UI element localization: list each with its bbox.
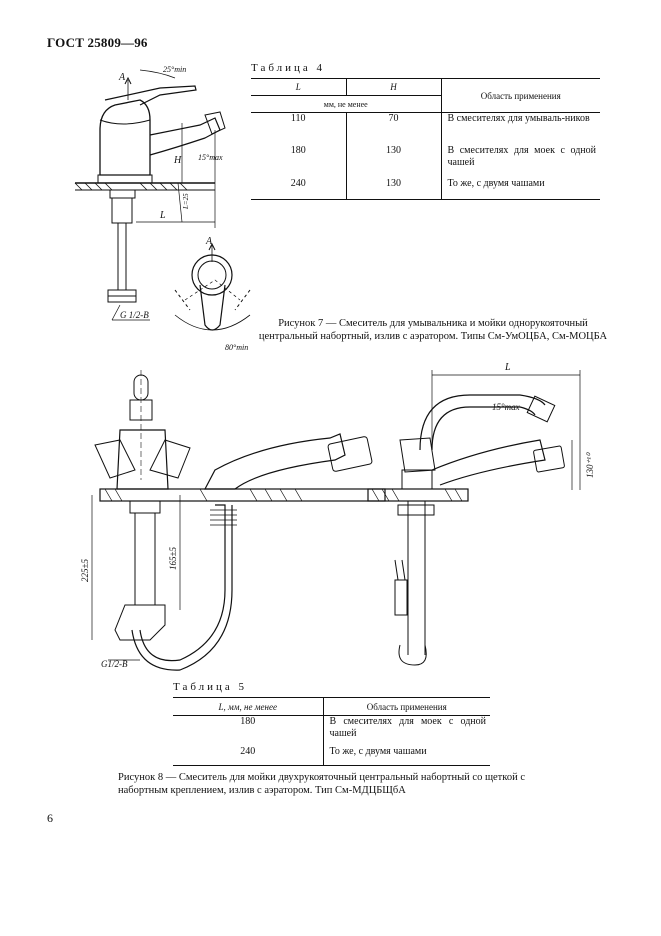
table4-col-h: H [346, 78, 442, 96]
table5-caption: Таблица 5 [173, 681, 248, 693]
table5-col-area: Область применения [323, 697, 490, 716]
table5-cell-area: В смесителях для моек с одной чашей [329, 716, 487, 739]
table5-col-l: L, мм, не менее [173, 697, 324, 716]
page-number: 6 [47, 811, 53, 825]
table4-cell-area: То же, с двумя чашами [441, 177, 600, 200]
table5-cell-l: 240 [173, 745, 324, 766]
table-row: 240 130 То же, с двумя чашами [251, 177, 600, 200]
fig7-thread: G 1/2-B [120, 310, 149, 320]
table5-cell-l: 180 [173, 715, 324, 746]
fig8-angle: 15°max [492, 402, 520, 412]
fig7-dim-h: H [173, 155, 182, 166]
table4-cell-h: 70 [346, 112, 442, 145]
fig8-thread: G1/2-B [101, 659, 128, 669]
document-header: ГОСТ 25809—96 [47, 35, 148, 50]
table5: L, мм, не менее Область применения 180 В… [173, 697, 490, 766]
table4-caption: Таблица 4 [251, 62, 326, 74]
fig8-caption: Рисунок 8 — Смеситель для мойки двухруко… [118, 772, 525, 796]
fig8-dim-225: 225±5 [80, 559, 90, 582]
table4-cell-l: 110 [251, 112, 347, 145]
table4-col-l: L [251, 78, 347, 96]
table4-cell-h: 130 [346, 177, 442, 200]
fig8-dim-165: 165±5 [168, 547, 178, 570]
table5-cell-area: То же, с двумя чашами [323, 745, 490, 766]
table-row: 180 В смесителях для моек с одной чашей [173, 715, 490, 746]
fig7-angle-top: 25°min [163, 65, 186, 74]
table4-units: мм, не менее [251, 95, 442, 113]
table4-cell-area: В смесителях для умываль-ников [447, 113, 590, 124]
table4: L H Область применения мм, не менее 110 … [251, 78, 600, 200]
table4-col-area: Область применения [441, 78, 600, 113]
fig8-dim-l: L [504, 362, 511, 373]
fig7-angle-bottom: 80°min [225, 343, 248, 352]
fig7-label-a-top: A [118, 72, 126, 83]
table-row: 240 То же, с двумя чашами [173, 745, 490, 766]
table4-cell-l: 180 [251, 144, 347, 178]
fig8-dim-130: 130⁺¹⁰ [585, 452, 595, 478]
fig7-dim-25: L=25 [182, 193, 190, 210]
fig7-dim-l: L [159, 210, 166, 221]
table-row: 110 70 В смесителях для умываль-ников [251, 112, 600, 145]
table-row: 180 130 В смесителях для моек с одной ча… [251, 144, 600, 178]
fig7-angle-mid: 15°max [198, 153, 223, 162]
table4-cell-l: 240 [251, 177, 347, 200]
table4-cell-area: В смесителях для моек с одной чашей [447, 144, 597, 168]
fig7-label-a-view: A [205, 236, 213, 247]
table4-cell-h: 130 [346, 144, 442, 178]
fig7-caption: Рисунок 7 — Смеситель для умывальника и … [258, 318, 608, 342]
